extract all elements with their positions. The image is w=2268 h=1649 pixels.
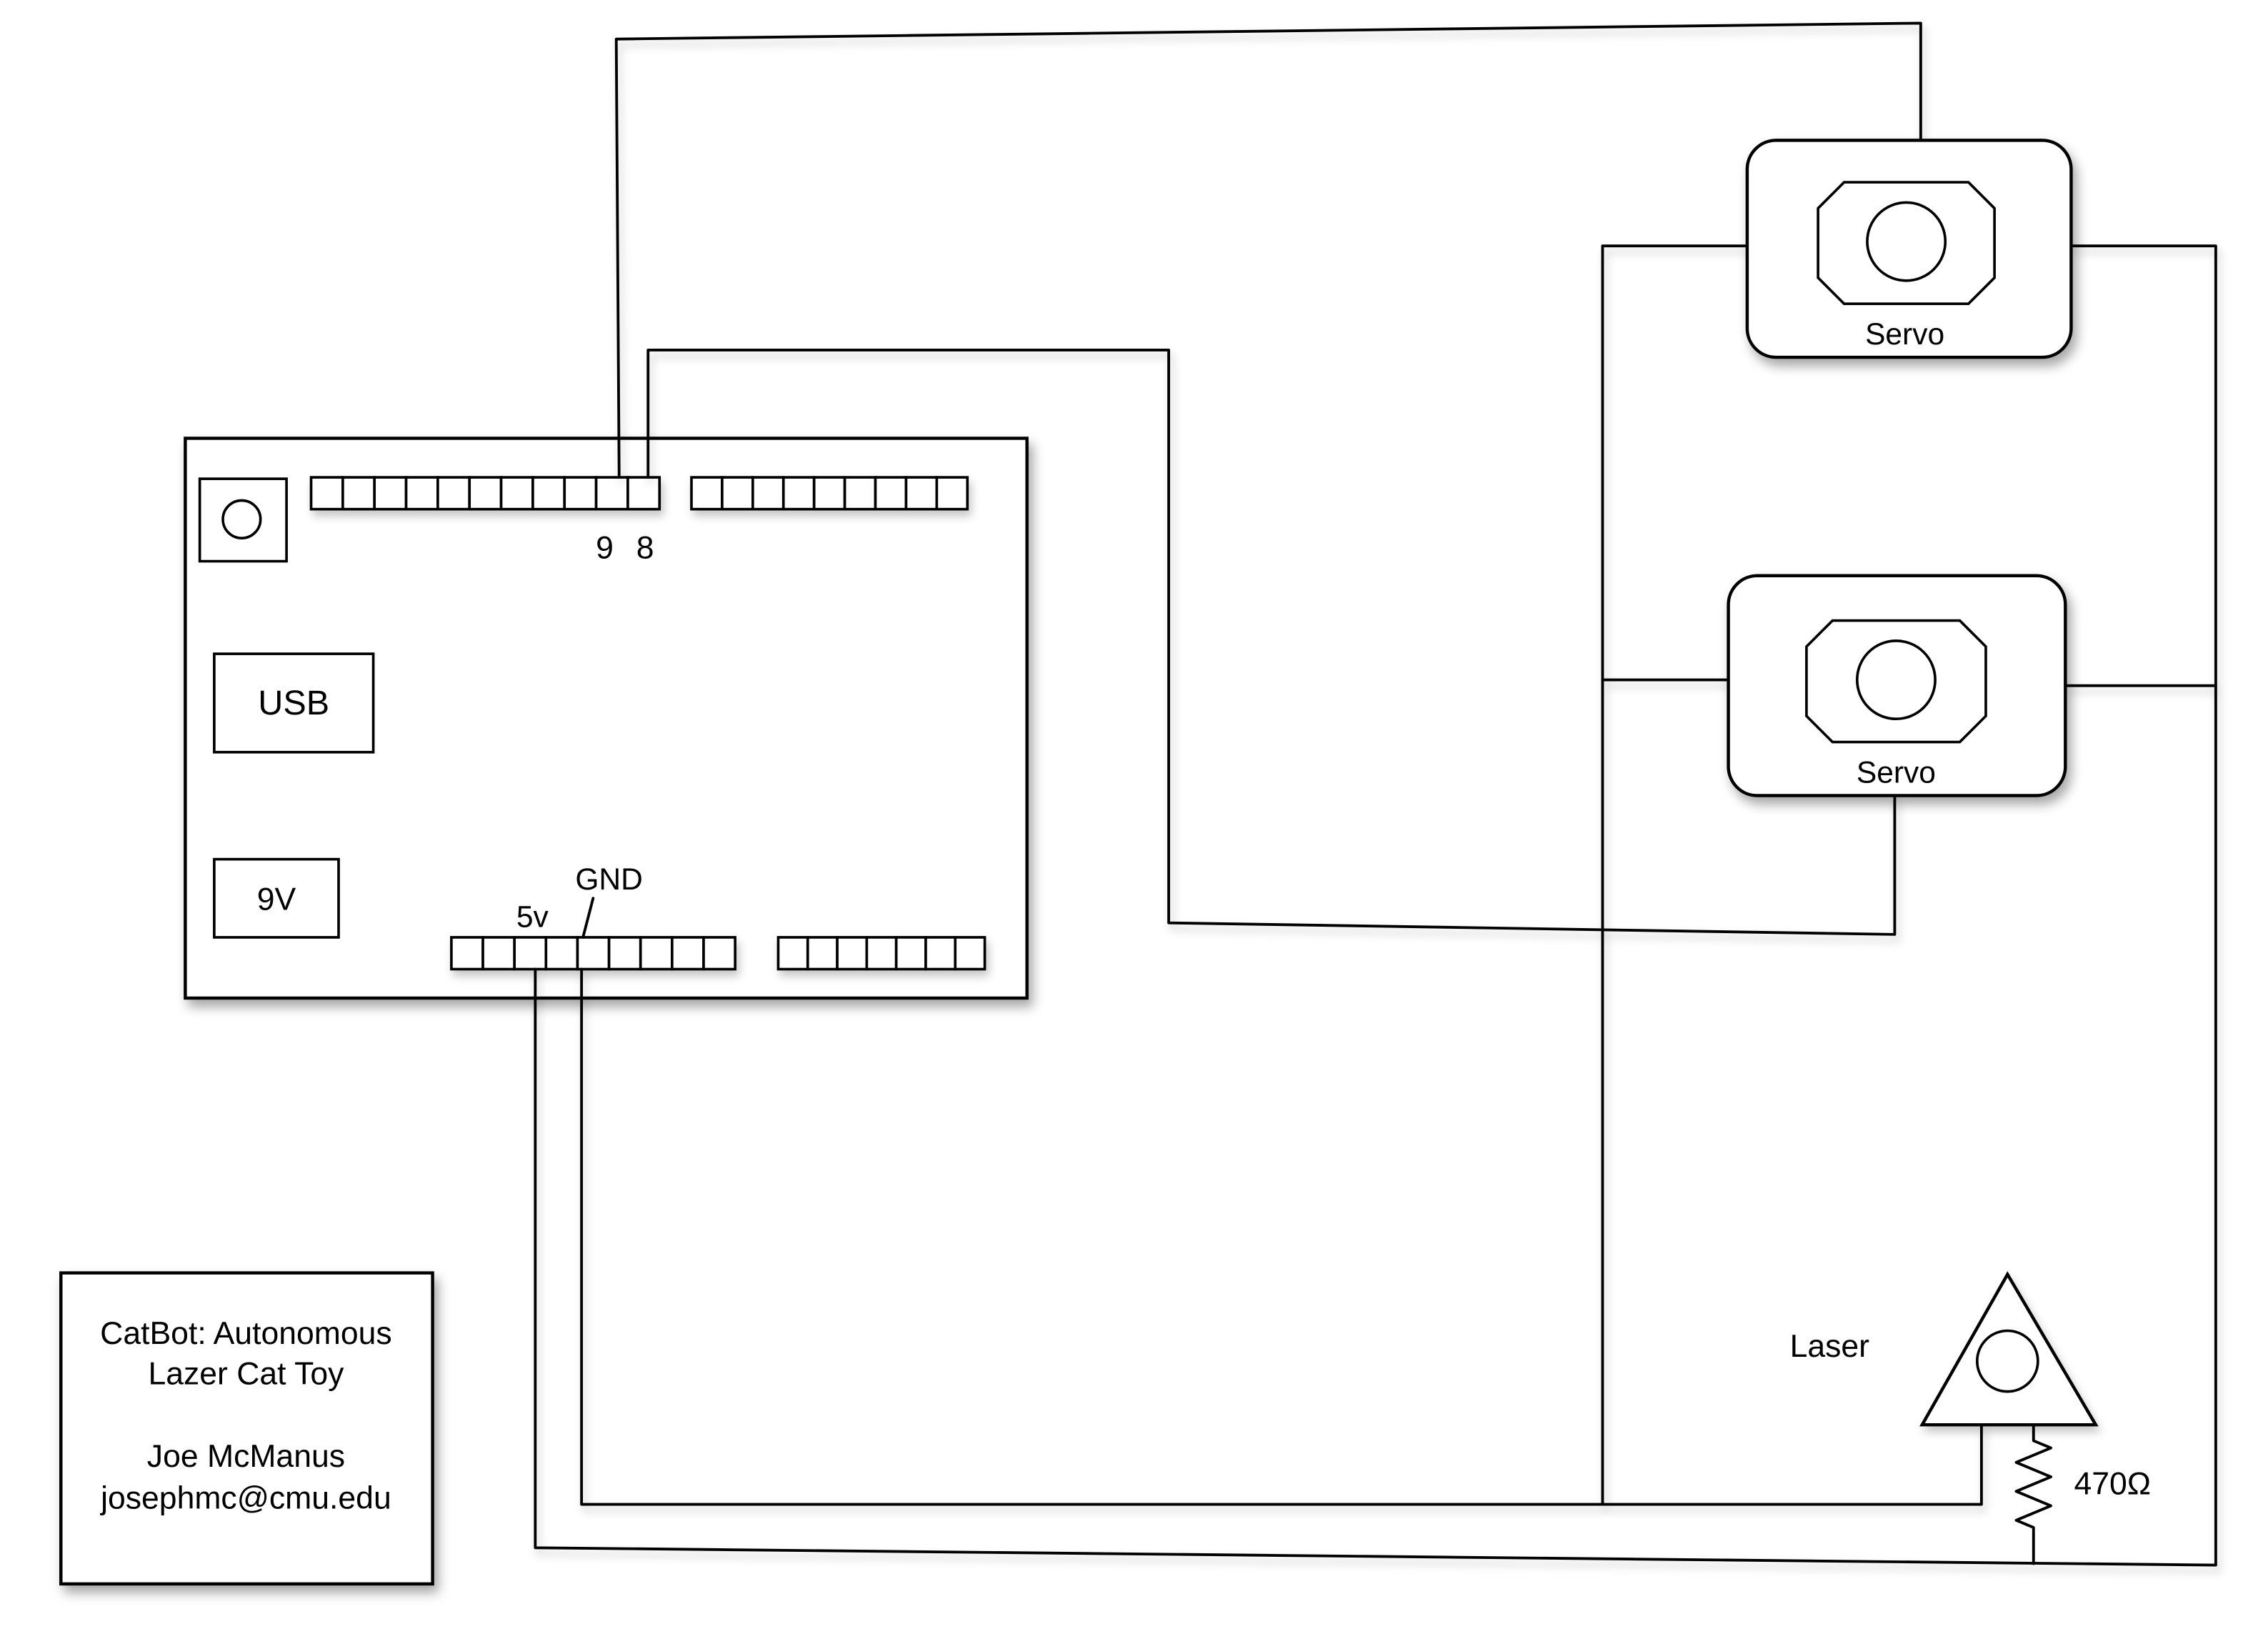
pin-cell [935, 476, 969, 511]
power-label: 9V [257, 882, 296, 917]
laser: Laser [1790, 1271, 2099, 1427]
pin-cell [576, 936, 611, 971]
pin-cell [874, 476, 908, 511]
servo-top-shaft [1866, 201, 1947, 282]
pin-header-top-right [690, 476, 969, 511]
laser-lens [1975, 1329, 2039, 1393]
servo-bottom-shaft [1855, 639, 1937, 721]
pin-cell [626, 476, 661, 511]
wire-gnd-bus [1601, 244, 1749, 1506]
pin-cell [702, 936, 736, 971]
wire-gnd-from-board [580, 967, 1983, 1506]
pin-cell [639, 936, 674, 971]
pin-cell [954, 936, 986, 971]
pin-cell [776, 936, 809, 971]
resistor-zigzag [2014, 1423, 2052, 1565]
title-line-4: josephmc@cmu.edu [99, 1481, 391, 1516]
title-box-outline [59, 1271, 434, 1586]
pin-cell [894, 936, 927, 971]
pin-cell [904, 476, 939, 511]
pin-header-bottom-left [450, 936, 736, 971]
wires [534, 21, 2217, 1567]
pin-cell [690, 476, 724, 511]
servo-bottom-label: Servo [1857, 756, 1936, 789]
pin-cell [481, 936, 516, 971]
pin-cell [781, 476, 816, 511]
pin-cell [499, 476, 534, 511]
pin-cell [450, 936, 484, 971]
title-line-3: Joe McManus [147, 1439, 345, 1474]
gnd-pointer-line [581, 897, 595, 939]
pin-8-label: 8 [636, 530, 654, 565]
resistor-label: 470Ω [2074, 1466, 2151, 1501]
reset-button-circle [221, 499, 262, 539]
wire-5v-power-loop [534, 244, 2217, 1567]
pin-cell [563, 476, 598, 511]
pin-gnd-label: GND [575, 863, 642, 897]
pin-cell [404, 476, 439, 511]
laser-label: Laser [1790, 1329, 1870, 1364]
pin-cell [751, 476, 785, 511]
usb-label: USB [258, 684, 329, 722]
pin-cell [341, 476, 376, 511]
pin-cell [309, 476, 344, 511]
pin-cell [671, 936, 705, 971]
pin-header-bottom-right [776, 936, 986, 971]
pin-cell [812, 476, 846, 511]
title-box: CatBot: Autonomous Lazer Cat Toy Joe McM… [59, 1271, 434, 1586]
pin-5v-label: 5v [516, 901, 549, 935]
resistor: 470Ω [2014, 1423, 2151, 1565]
pin-cell [806, 936, 839, 971]
pin-cell [721, 476, 754, 511]
arduino-board: USB 9V 9 8 5v GND [184, 437, 1029, 1000]
servo-bottom: Servo [1727, 574, 2067, 797]
pin-cell [544, 936, 579, 971]
pin-header-top-left [309, 476, 661, 511]
power-jack [213, 857, 340, 939]
title-line-2: Lazer Cat Toy [148, 1357, 344, 1392]
wire-pin9-to-servo-top [614, 21, 1922, 479]
pin-cell [836, 936, 869, 971]
pin-headers [309, 476, 986, 971]
pin-cell [468, 476, 503, 511]
servo-top-label: Servo [1865, 318, 1944, 352]
pin-cell [373, 476, 408, 511]
pin-cell [924, 936, 957, 971]
wire-pin8-to-servo-bottom [646, 349, 1897, 936]
title-line-1: CatBot: Autonomous [100, 1316, 391, 1351]
pin-cell [607, 936, 642, 971]
pin-cell [865, 936, 898, 971]
pin-cell [843, 476, 877, 511]
pin-9-label: 9 [596, 530, 614, 565]
usb-port [213, 652, 375, 754]
servo-top: Servo [1745, 139, 2073, 359]
pin-cell [531, 476, 566, 511]
pin-cell [436, 476, 471, 511]
pin-cell [513, 936, 548, 971]
pin-cell [594, 476, 629, 511]
